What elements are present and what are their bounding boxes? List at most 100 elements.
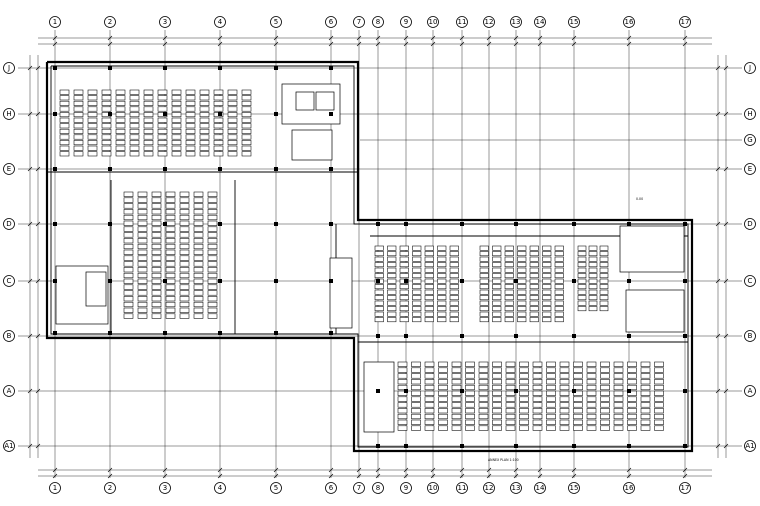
column xyxy=(108,167,112,171)
shelf-unit xyxy=(165,296,176,302)
shelf-unit xyxy=(213,140,224,146)
shelf-unit xyxy=(542,267,552,273)
shelf-unit xyxy=(424,379,435,385)
axis-bubble-label: 16 xyxy=(625,18,634,26)
axis-bubble-label: 5 xyxy=(274,18,278,26)
shelf-unit xyxy=(193,307,204,313)
shelf-unit xyxy=(143,145,154,151)
shelf-unit xyxy=(517,300,527,306)
column xyxy=(163,222,167,226)
column xyxy=(329,112,333,116)
dimension-tick xyxy=(35,278,41,284)
shelf-unit xyxy=(573,413,583,420)
shelf-unit xyxy=(387,284,397,290)
column xyxy=(514,444,518,448)
shelf-unit xyxy=(517,251,527,257)
axis-bubble-label: 10 xyxy=(429,18,438,26)
dimension-tick xyxy=(356,35,362,41)
shelf-unit xyxy=(424,267,434,273)
axis-bubble: 13 xyxy=(510,16,522,28)
shelf-unit xyxy=(599,300,609,306)
axis-bubble: 2 xyxy=(104,16,116,28)
shelf-unit xyxy=(577,267,587,273)
axis-bubble-label: C xyxy=(7,277,12,285)
shelf-unit xyxy=(437,289,447,295)
axis-bubble: 11 xyxy=(456,16,468,28)
shelf-unit xyxy=(542,289,552,295)
shelf-unit xyxy=(519,419,529,425)
shelf-unit xyxy=(151,249,162,255)
axis-bubble: 14 xyxy=(534,16,546,28)
dimension-tick xyxy=(715,65,721,71)
shelf-unit xyxy=(554,256,564,262)
shelf-unit xyxy=(193,290,204,296)
shelf-unit xyxy=(171,100,182,106)
shelf-unit xyxy=(599,289,609,295)
shelf-unit xyxy=(654,379,664,385)
shelf-unit xyxy=(143,100,154,106)
shelf-unit xyxy=(586,413,597,420)
shelf-unit xyxy=(137,313,148,319)
axis-bubble-label: 4 xyxy=(218,484,223,492)
shelf-unit xyxy=(546,367,556,373)
shelf-unit xyxy=(59,134,70,140)
shelf-unit xyxy=(199,112,210,118)
shelf-unit xyxy=(151,278,162,284)
dimension-tick xyxy=(52,41,58,47)
column xyxy=(163,66,167,70)
shelf-unit xyxy=(479,295,489,301)
shelf-unit xyxy=(151,243,162,250)
shelf-unit xyxy=(519,390,529,396)
shelf-unit xyxy=(654,413,664,420)
shelf-unit xyxy=(424,251,434,257)
shelf-unit xyxy=(519,396,529,402)
dimension-tick xyxy=(682,41,688,47)
axis-bubble: 10 xyxy=(427,16,439,28)
shelf-unit xyxy=(627,425,637,431)
shelf-unit xyxy=(505,419,516,425)
column xyxy=(163,167,167,171)
shelf-unit xyxy=(227,95,238,101)
axis-bubble: J xyxy=(3,62,15,74)
shelf-unit xyxy=(137,220,148,226)
axis-bubble-label: J xyxy=(748,64,751,72)
axis-bubble-label: E xyxy=(748,165,752,173)
column xyxy=(274,66,278,70)
dimension-tick xyxy=(273,35,279,41)
shelf-unit xyxy=(479,273,489,279)
shelf-unit xyxy=(542,306,552,312)
shelf-unit xyxy=(424,245,434,251)
shelf-unit xyxy=(179,232,190,238)
shelf-unit xyxy=(123,261,134,267)
shelf-unit xyxy=(87,89,98,95)
shelf-unit xyxy=(165,243,176,250)
shelf-unit xyxy=(613,390,624,396)
column xyxy=(108,66,112,70)
axis-bubble-circle xyxy=(568,16,580,28)
shelf-unit xyxy=(213,145,224,151)
dimension-tick xyxy=(35,333,41,339)
shelf-unit xyxy=(193,261,204,267)
column xyxy=(163,279,167,283)
shelf-unit xyxy=(193,209,204,215)
shelf-unit xyxy=(59,89,70,95)
shelf-unit xyxy=(412,317,422,323)
axis-bubble: 12 xyxy=(483,482,495,494)
shelf-unit xyxy=(101,134,112,140)
shelf-unit xyxy=(505,390,516,396)
axis-bubble-circle xyxy=(3,330,15,342)
axis-bubble-label: G xyxy=(747,136,752,144)
shelf-unit xyxy=(449,245,459,251)
axis-bubble-circle xyxy=(353,482,365,494)
shelf-unit xyxy=(586,379,597,385)
shelf-unit xyxy=(123,197,134,203)
shelf-unit xyxy=(185,128,196,134)
shelf-unit xyxy=(101,117,112,123)
axis-bubble-circle xyxy=(325,16,337,28)
axis-bubble: H xyxy=(744,108,756,120)
dimension-tick xyxy=(273,473,279,479)
structural-columns xyxy=(53,66,687,448)
shelf-unit xyxy=(504,295,514,301)
shelf-unit xyxy=(411,408,421,414)
column xyxy=(53,66,57,70)
